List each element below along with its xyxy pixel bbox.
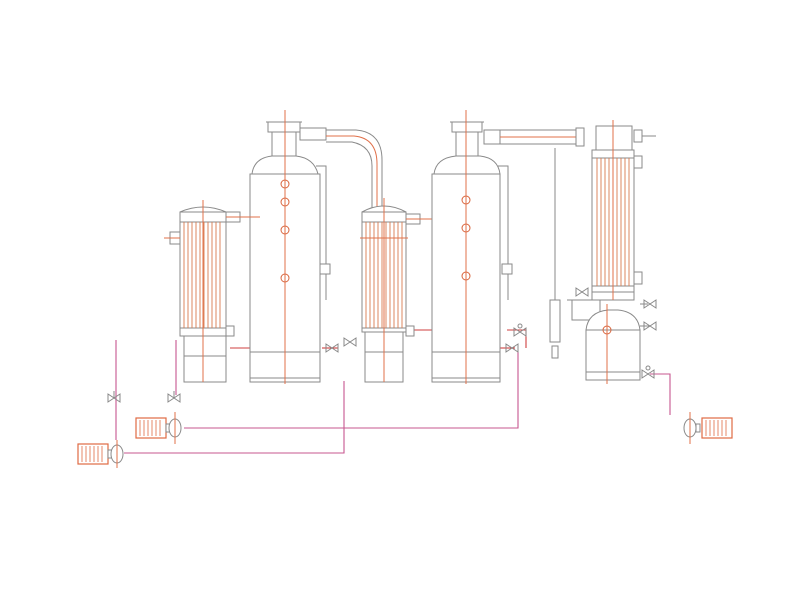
pump-2 xyxy=(135,412,182,444)
evaporator-1 xyxy=(240,110,331,384)
return-line-lower xyxy=(124,381,345,454)
valve-icon xyxy=(513,323,527,337)
valve-icon xyxy=(343,337,357,347)
valve-icon xyxy=(167,391,181,403)
preheater-2 xyxy=(360,198,436,383)
motor-icon xyxy=(77,443,109,465)
motor-icon xyxy=(135,417,167,439)
valve-icon xyxy=(643,321,657,331)
pump-1 xyxy=(77,440,124,468)
pump-3 xyxy=(683,412,733,444)
valve-icon xyxy=(641,365,655,379)
condensate-line-right xyxy=(650,373,671,415)
preheater-1 xyxy=(164,200,262,383)
transfer-line-middle xyxy=(184,352,519,429)
valve-icon xyxy=(325,343,339,353)
flow-meter xyxy=(549,299,561,359)
surface-condenser xyxy=(591,120,656,301)
valve-icon xyxy=(643,299,657,309)
receiver-tank xyxy=(585,303,650,384)
valve-icon xyxy=(575,287,589,297)
evaporator-2 xyxy=(431,110,513,384)
motor-icon xyxy=(701,417,733,439)
vapor-line xyxy=(483,127,585,147)
pipelines xyxy=(115,148,671,454)
valve-icon xyxy=(505,343,519,353)
valves xyxy=(107,287,657,403)
vapor-crossover-pipe xyxy=(299,127,383,212)
valve-icon xyxy=(107,391,121,403)
